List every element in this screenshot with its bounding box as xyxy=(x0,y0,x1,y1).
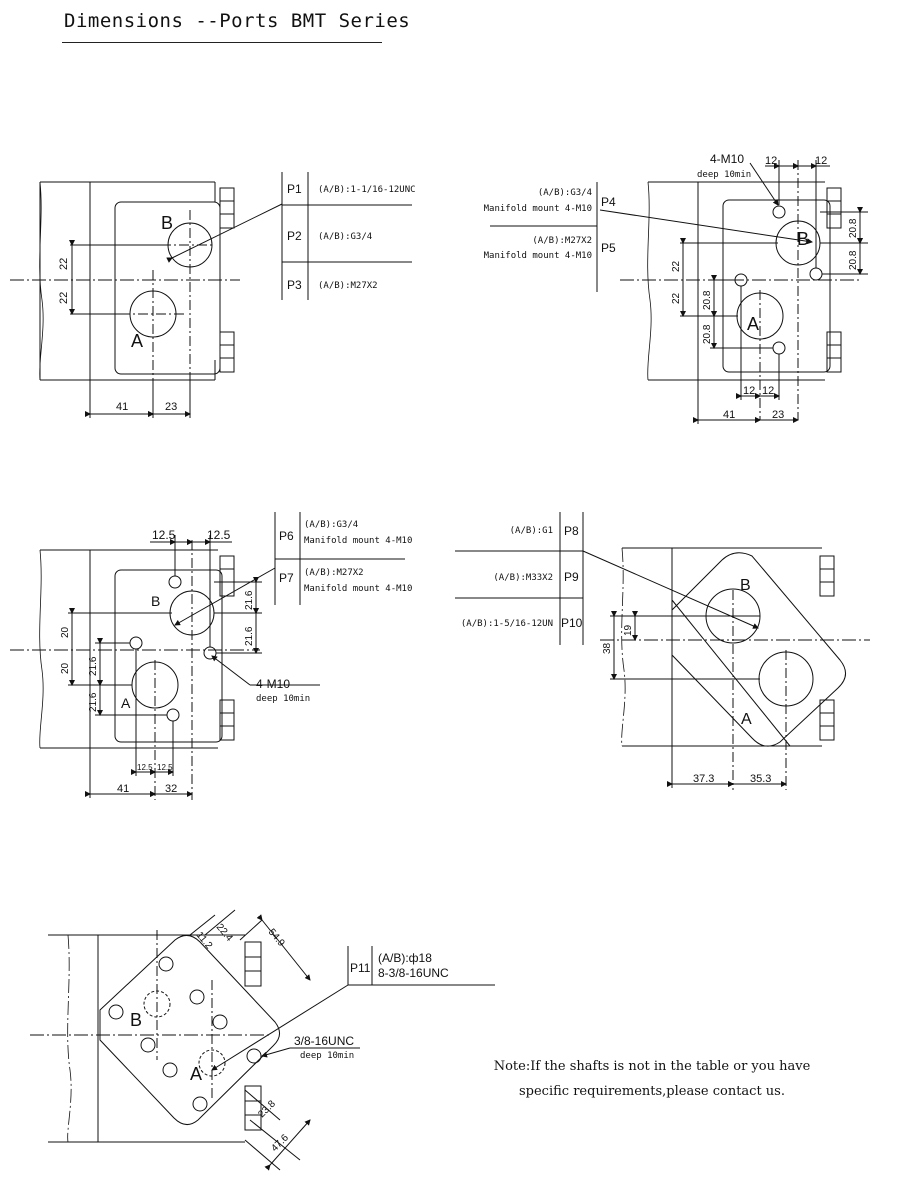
dim-h-left: 41 xyxy=(723,409,735,421)
port-mount-p6: Manifold mount 4-M10 xyxy=(304,536,412,546)
port-a-label: A xyxy=(741,711,752,728)
dim-bot-l: 12 xyxy=(743,385,755,397)
port-b-label: B xyxy=(797,229,809,249)
dim-inner-upper: 20.8 xyxy=(702,290,713,310)
dim-v-upper: 22 xyxy=(58,258,70,270)
view-2-labels: 4-M10 deep 10min B A 12 12 20.8 20.8 22 … xyxy=(484,152,859,421)
dim-right-lower: 20.8 xyxy=(848,250,859,270)
port-spec-p9: (A/B):M33X2 xyxy=(493,573,553,583)
dim-bot-r: 12.5 xyxy=(157,763,173,772)
port-code-p3: P3 xyxy=(287,278,302,292)
dim-bot-l: 12.5 xyxy=(137,763,153,772)
view-4-labels: B A 38 19 37.3 35.3 P8 (A/B):G1 P9 (A/B)… xyxy=(461,524,772,785)
dim-h-right: 23 xyxy=(165,401,177,413)
view-3-labels: 12.5 12.5 B A 21.6 21.6 20 20 21.6 21.6 … xyxy=(60,520,412,795)
dim-inner-lower: 20.8 xyxy=(702,324,713,344)
view-4 xyxy=(455,512,870,790)
port-mount-p7: Manifold mount 4-M10 xyxy=(304,584,412,594)
port-a-label: A xyxy=(121,695,131,711)
view-1 xyxy=(10,172,412,418)
port-code-p11: P11 xyxy=(350,961,371,975)
dim-h-right: 32 xyxy=(165,783,177,795)
dim-h-left: 37.3 xyxy=(693,773,714,785)
port-code-p4: P4 xyxy=(601,195,616,209)
thread-label: 3/8-16UNC xyxy=(294,1034,354,1048)
dim-d4: 23.8 xyxy=(256,1098,278,1120)
port-spec-p3: (A/B):M27X2 xyxy=(318,281,378,291)
port-code-p9: P9 xyxy=(564,570,579,584)
port-spec-p5: (A/B):M27X2 xyxy=(532,236,592,246)
thread-label: 4-M10 xyxy=(256,677,290,691)
port-a-label: A xyxy=(747,314,759,334)
dim-left-lower: 22 xyxy=(671,292,682,304)
dim-inner-lower: 21.6 xyxy=(88,692,99,712)
dim-h-left: 41 xyxy=(116,401,128,413)
dim-left-upper: 22 xyxy=(671,260,682,272)
port-a-label: A xyxy=(131,331,143,351)
port-code-p2: P2 xyxy=(287,229,302,243)
port-mount-p5: Manifold mount 4-M10 xyxy=(484,251,592,261)
port-b-label: B xyxy=(151,593,160,609)
port-spec-p11: (A/B):ф18 xyxy=(378,951,432,965)
note-line-1: Note:If the shafts is not in the table o… xyxy=(493,1059,811,1074)
dim-inner-upper: 21.6 xyxy=(88,656,99,676)
port-mount-p4: Manifold mount 4-M10 xyxy=(484,204,592,214)
dim-top-l: 12.5 xyxy=(152,528,176,542)
bolt-holes xyxy=(108,956,262,1112)
port-code-p5: P5 xyxy=(601,241,616,255)
port-a-label: A xyxy=(190,1064,202,1084)
view-3 xyxy=(10,512,405,800)
note-line-2: specific requirements,please contact us. xyxy=(519,1084,785,1099)
port-spec-p10: (A/B):1-5/16-12UN xyxy=(461,619,553,629)
port-code-p10: P10 xyxy=(561,616,583,630)
dim-bot-r: 12 xyxy=(762,385,774,397)
view-5 xyxy=(30,909,495,1171)
contact-note: Note:If the shafts is not in the table o… xyxy=(452,1054,852,1104)
port-spec-p1: (A/B):1-1/16-12UNC xyxy=(318,185,416,195)
port-code-p6: P6 xyxy=(279,529,294,543)
dim-left-upper: 20 xyxy=(60,626,71,638)
dim-h-right: 35.3 xyxy=(750,773,771,785)
dim-v-outer: 38 xyxy=(602,642,613,654)
dim-right-upper: 20.8 xyxy=(848,218,859,238)
port-thread-p11: 8-3/8-16UNC xyxy=(378,966,449,980)
page-title: Dimensions --Ports BMT Series xyxy=(64,10,411,32)
dim-h-left: 41 xyxy=(117,783,129,795)
thread-label: 4-M10 xyxy=(710,152,744,166)
dim-top-r: 12.5 xyxy=(207,528,231,542)
dim-v-lower: 22 xyxy=(58,292,70,304)
port-code-p1: P1 xyxy=(287,182,302,196)
port-code-p7: P7 xyxy=(279,571,294,585)
view-5-labels: B A 11.2 22.4 54.9 23.8 47.6 3/8-16UNC d… xyxy=(130,922,449,1154)
port-spec-p8: (A/B):G1 xyxy=(510,526,553,536)
port-b-label: B xyxy=(130,1010,142,1030)
dim-d1: 11.2 xyxy=(194,930,215,952)
dim-right-lower: 21.6 xyxy=(244,626,255,646)
dim-d3: 54.9 xyxy=(266,927,287,949)
dim-h-right: 23 xyxy=(772,409,784,421)
thread-depth: deep 10min xyxy=(300,1051,354,1061)
port-spec-p6: (A/B):G3/4 xyxy=(304,520,358,530)
thread-depth: deep 10min xyxy=(697,170,751,180)
port-b-label: B xyxy=(161,213,173,233)
dim-top-r: 12 xyxy=(815,155,827,167)
view-1-labels: B A 22 22 41 23 P1 (A/B):1-1/16-12UNC P2… xyxy=(58,182,416,413)
port-code-p8: P8 xyxy=(564,524,579,538)
dim-top-l: 12 xyxy=(765,155,777,167)
dim-right-upper: 21.6 xyxy=(244,590,255,610)
view-2 xyxy=(490,160,868,424)
title-underline xyxy=(62,42,382,43)
port-spec-p2: (A/B):G3/4 xyxy=(318,232,372,242)
port-b-label: B xyxy=(740,577,751,594)
dim-v-inner: 19 xyxy=(623,624,634,636)
dim-left-lower: 20 xyxy=(60,662,71,674)
dim-d2: 22.4 xyxy=(214,922,235,944)
port-spec-p7: (A/B):M27X2 xyxy=(304,568,364,578)
port-spec-p4: (A/B):G3/4 xyxy=(538,188,592,198)
thread-depth: deep 10min xyxy=(256,694,310,704)
